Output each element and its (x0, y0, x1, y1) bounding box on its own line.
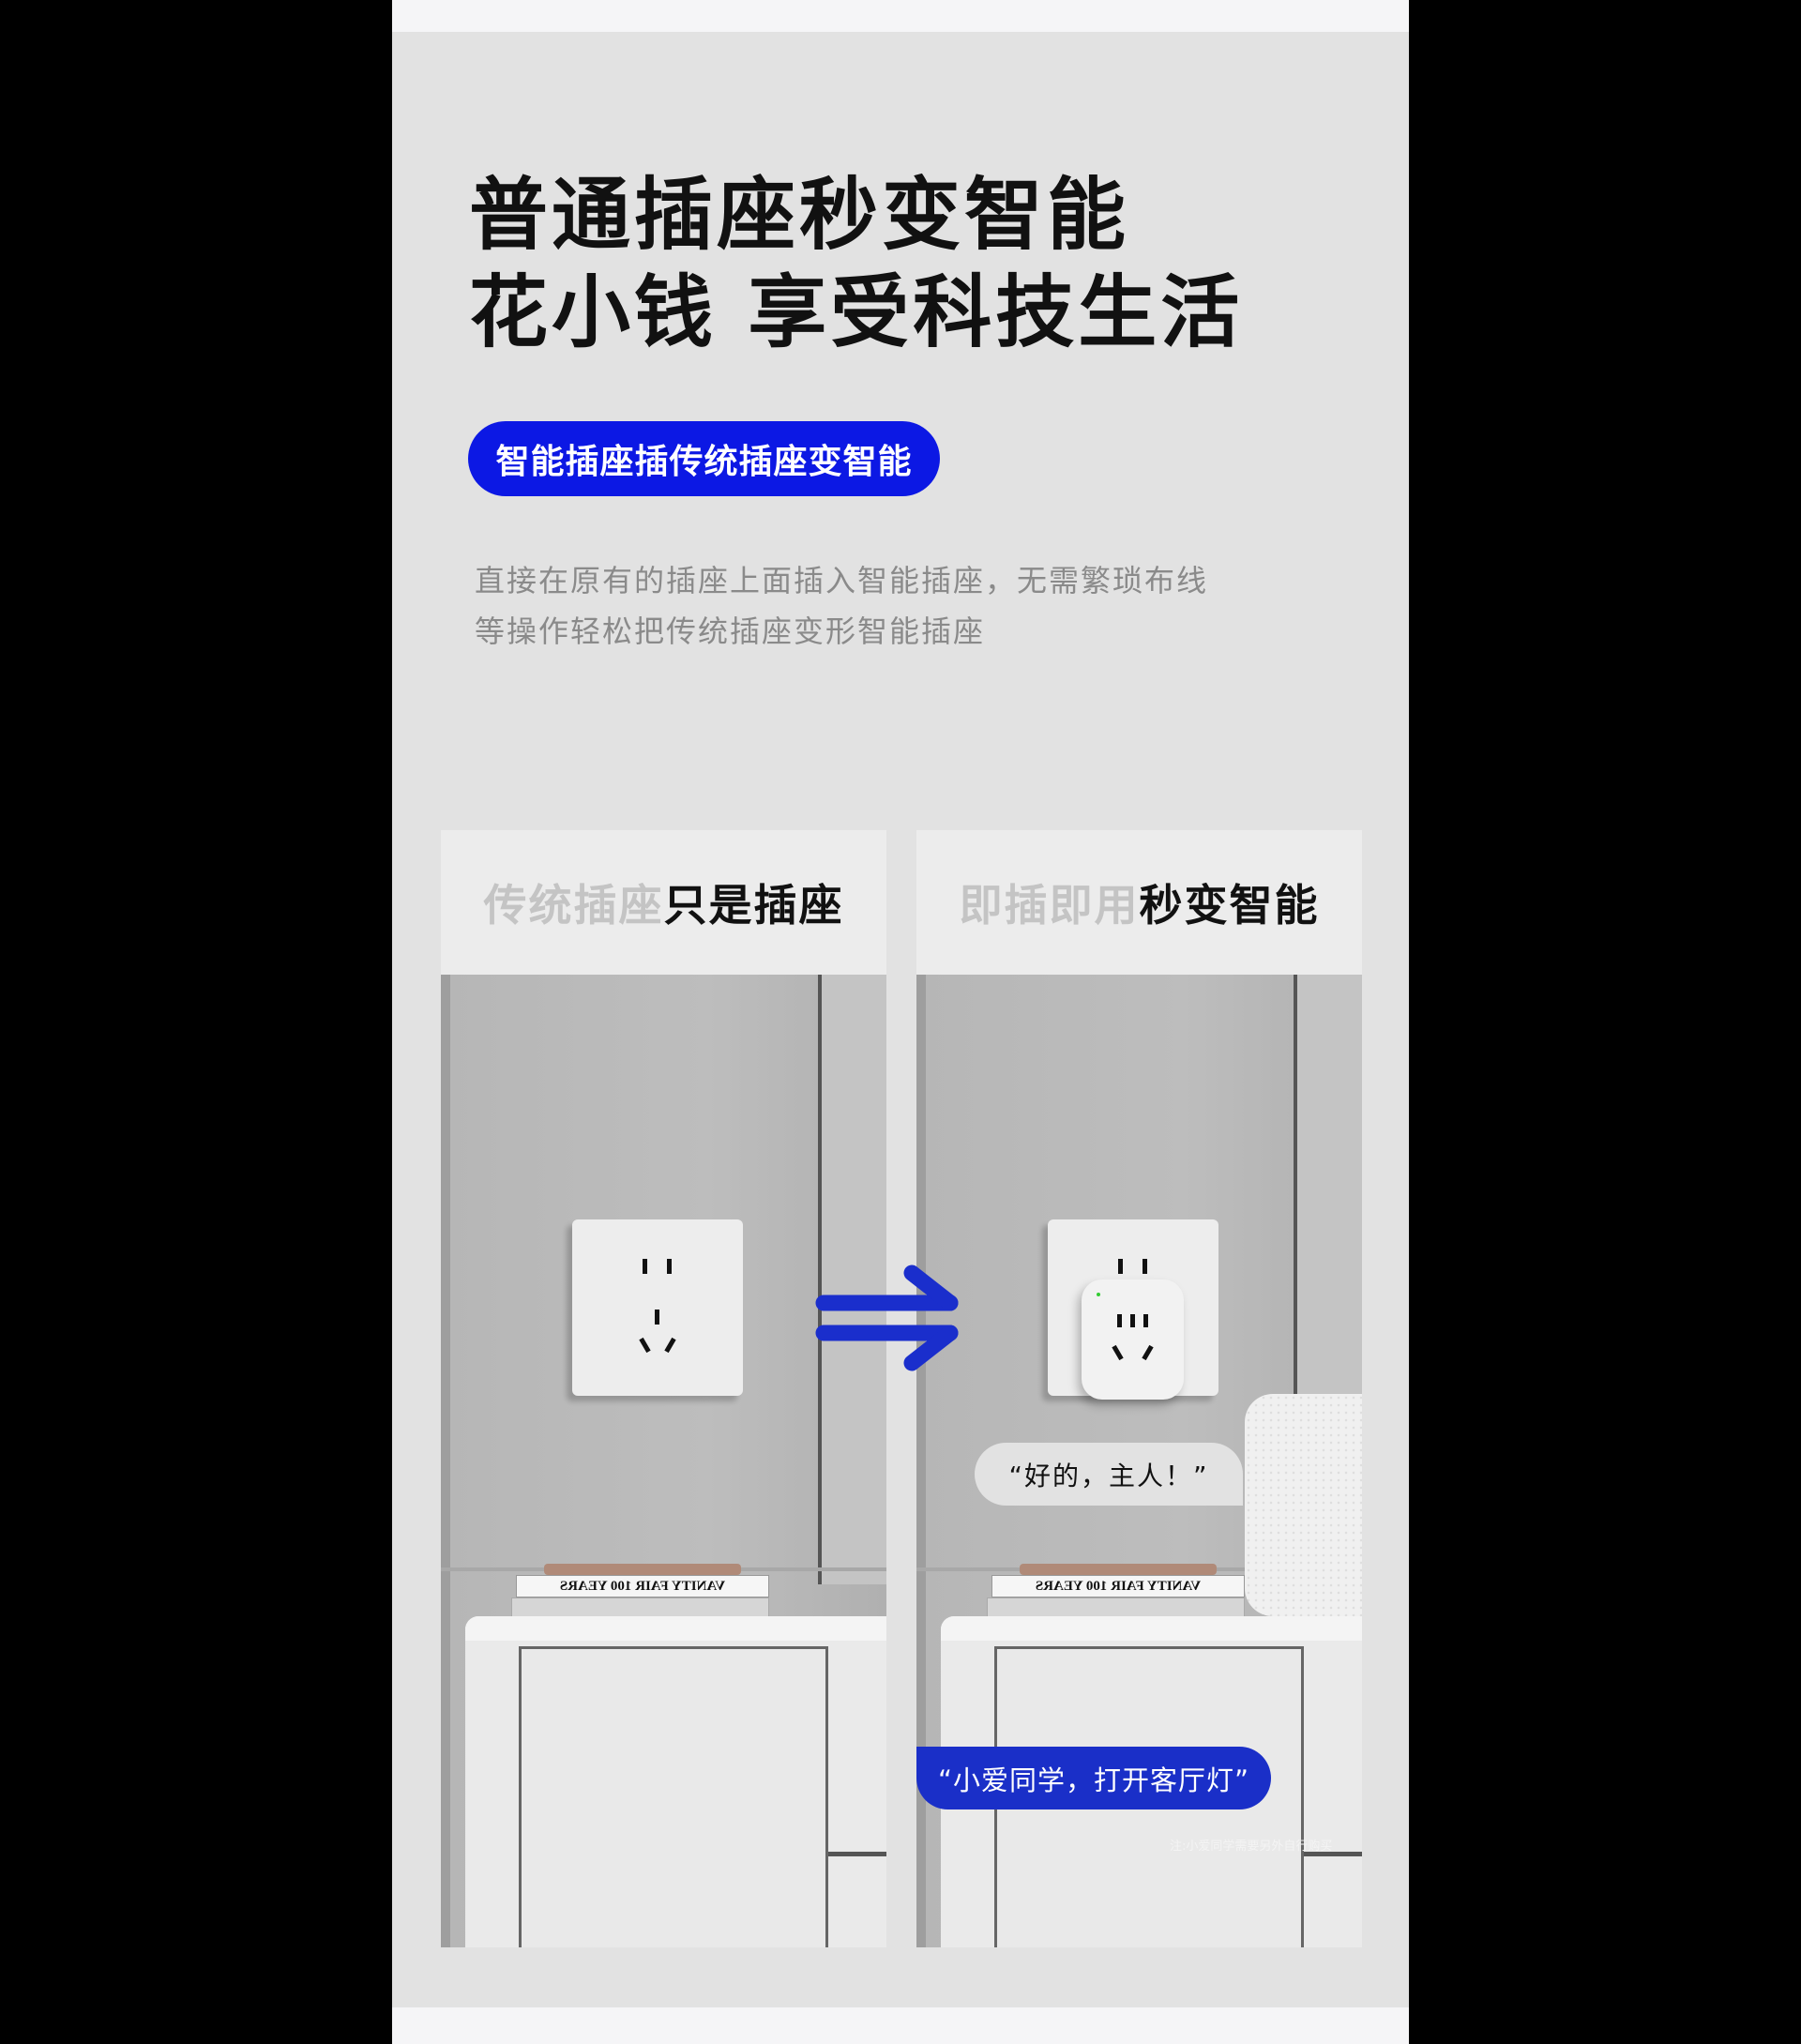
panel-smart-socket: 即插即用秒变智能 VANITY FAIR 100 YEARS “好的，主人！” … (916, 830, 1362, 1947)
footnote: 注:小爱同学需要另外自行购买 (1170, 1840, 1333, 1854)
heading-strong: 只是插座 (663, 880, 844, 931)
command-bubble: “小爱同学，打开客厅灯” (916, 1747, 1271, 1809)
heading-muted: 即插即用 (959, 880, 1140, 931)
description-line-1: 直接在原有的插座上面插入智能插座，无需繁琐布线 (475, 563, 1209, 598)
bottom-band (392, 2007, 1409, 2044)
scene-image: VANITY FAIR 100 YEARS “好的，主人！” “小爱同学，打开客… (916, 975, 1362, 1947)
panel-heading: 传统插座只是插座 (441, 830, 886, 975)
double-right-arrow-icon (815, 1264, 959, 1371)
heading-strong: 秒变智能 (1139, 880, 1320, 931)
reply-bubble: “好的，主人！” (975, 1443, 1243, 1506)
panel-heading: 即插即用秒变智能 (916, 830, 1362, 975)
headline-line-1: 普通插座秒变智能 (469, 169, 1130, 261)
description-line-2: 等操作轻松把传统插座变形智能插座 (475, 613, 986, 649)
panel-traditional-socket: 传统插座只是插座 VANITY FAIR 100 YEARS (441, 830, 886, 1947)
book: VANITY FAIR 100 YEARS (516, 1575, 769, 1597)
wall-socket-icon (572, 1219, 743, 1396)
book: VANITY FAIR 100 YEARS (991, 1575, 1245, 1597)
feature-badge: 智能插座插传统插座变智能 (468, 421, 940, 496)
smart-plug-icon (1082, 1279, 1184, 1400)
heading-muted: 传统插座 (483, 880, 664, 931)
scene-image: VANITY FAIR 100 YEARS (441, 975, 886, 1947)
top-band (392, 0, 1409, 32)
smart-speaker-icon (1245, 1394, 1362, 1616)
headline-line-2: 花小钱 享受科技生活 (469, 266, 1244, 358)
